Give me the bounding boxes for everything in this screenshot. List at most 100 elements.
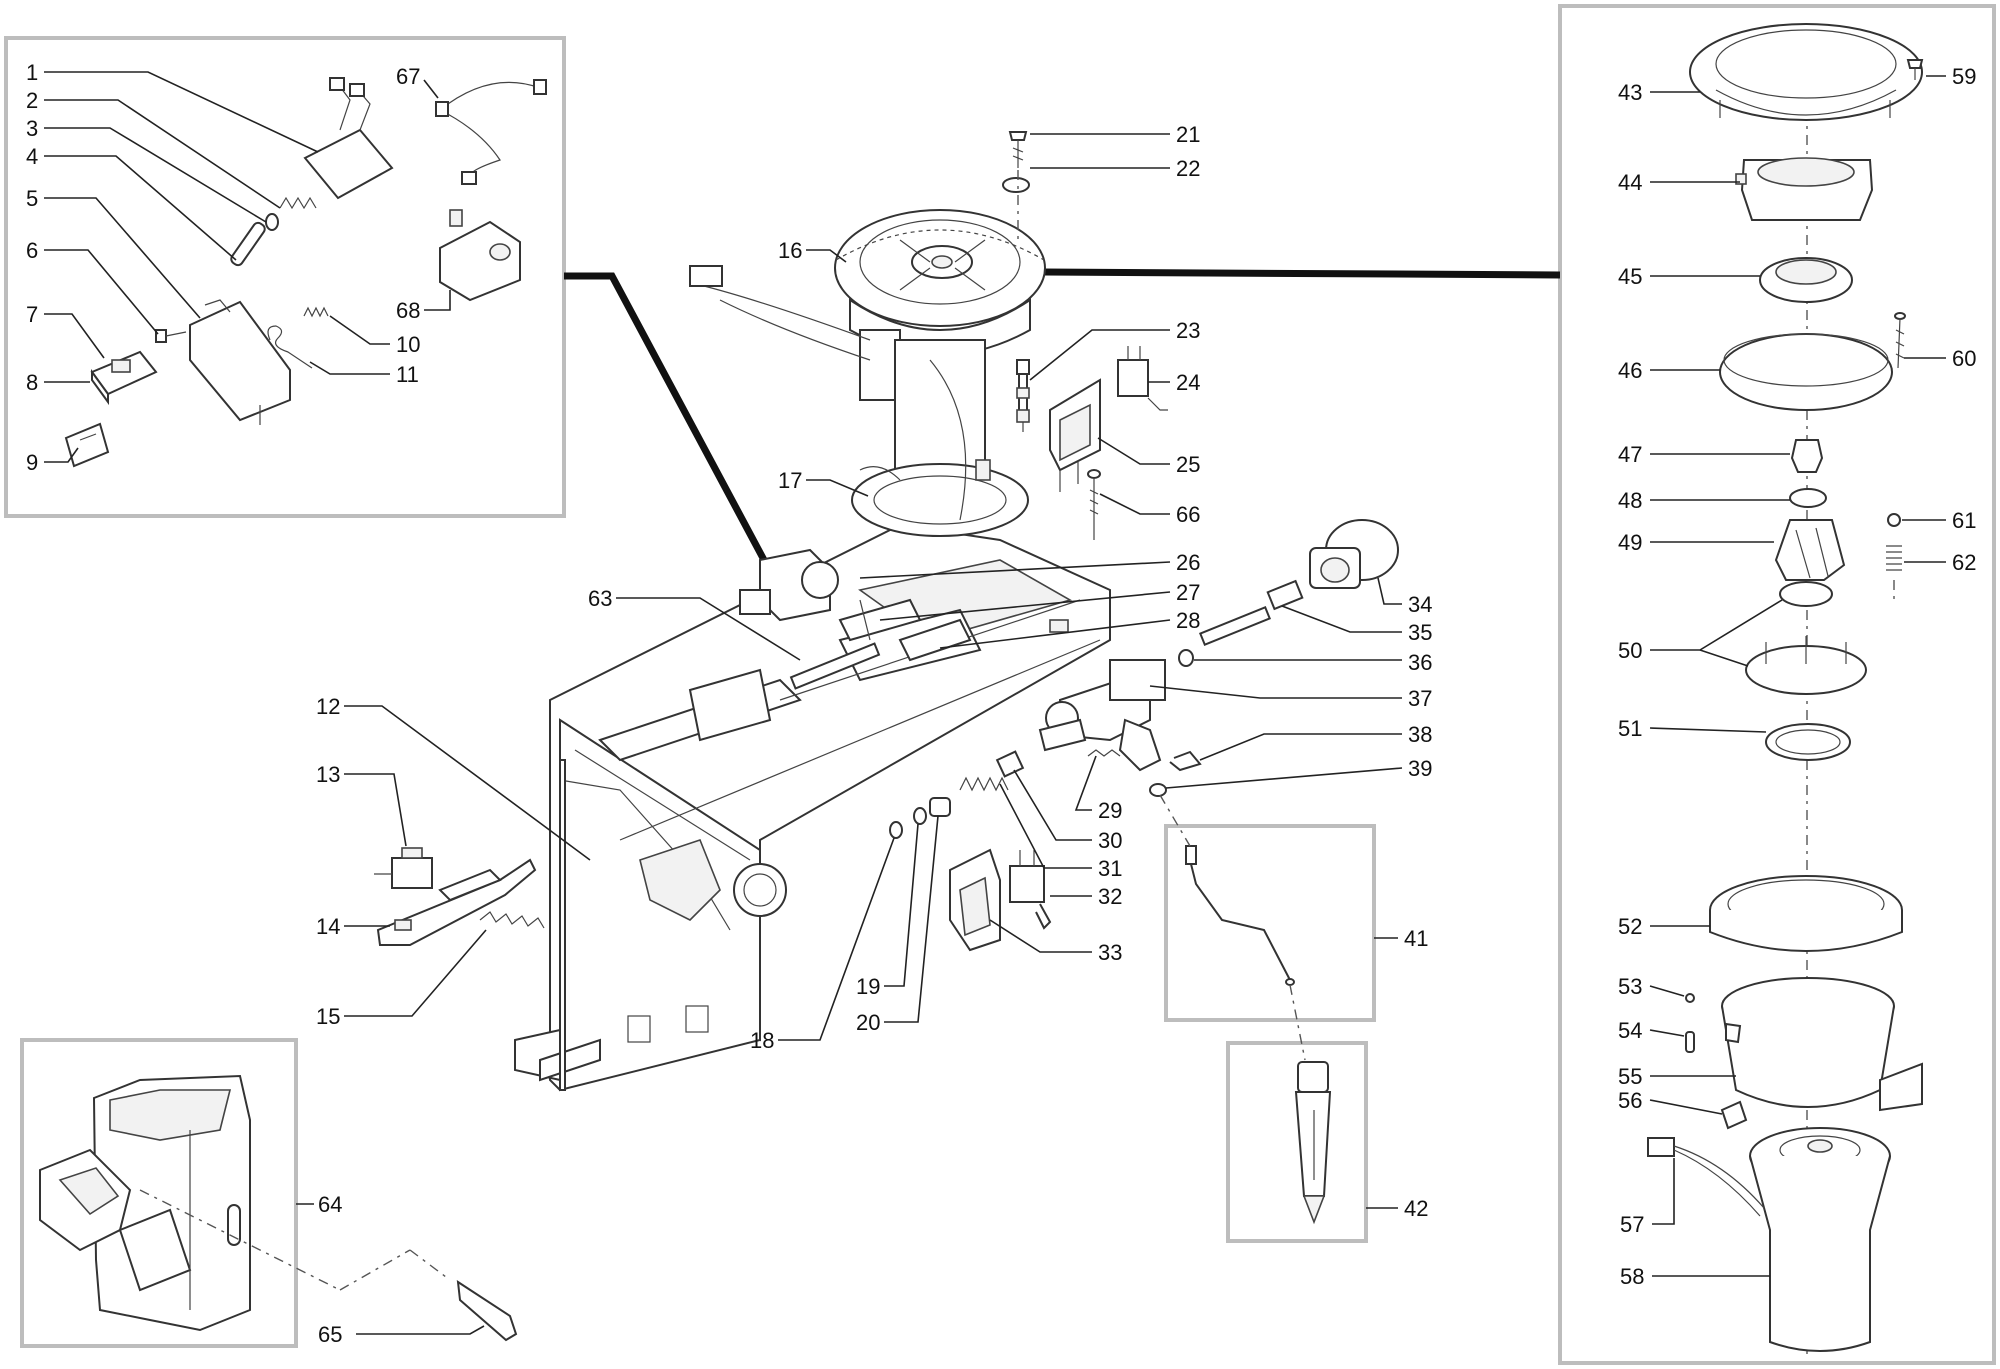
screw-6: [155, 329, 187, 343]
cable-67: [435, 79, 547, 185]
label-9: 9: [26, 450, 38, 475]
label-4: 4: [26, 144, 38, 169]
detail-box-dosing-unit: [20, 1038, 298, 1348]
label-3: 3: [26, 116, 38, 141]
washer-3: [265, 213, 279, 231]
label-39: 39: [1408, 756, 1432, 781]
microswitch-13: [374, 847, 433, 889]
label-64: 64: [318, 1192, 342, 1217]
connector-line-left: [564, 272, 768, 562]
motor-58: [1749, 1127, 1891, 1352]
label-52: 52: [1618, 914, 1642, 939]
pin-54: [1685, 1031, 1695, 1053]
label-18: 18: [750, 1028, 774, 1053]
screw-59: [1906, 59, 1924, 80]
ring-51: [1765, 723, 1851, 761]
dosing-unit-64: [39, 1074, 251, 1332]
label-45: 45: [1618, 264, 1642, 289]
label-20: 20: [856, 1010, 880, 1035]
label-57: 57: [1620, 1212, 1644, 1237]
label-6: 6: [26, 238, 38, 263]
label-14: 14: [316, 914, 340, 939]
label-27: 27: [1176, 580, 1200, 605]
label-13: 13: [316, 762, 340, 787]
screw-66: [1087, 469, 1101, 540]
label-46: 46: [1618, 358, 1642, 383]
bracket-33: [949, 848, 1001, 952]
label-19: 19: [856, 974, 880, 999]
label-12: 12: [316, 694, 340, 719]
label-31: 31: [1098, 856, 1122, 881]
clip-38: [1169, 750, 1202, 772]
label-24: 24: [1176, 370, 1200, 395]
label-50: 50: [1618, 638, 1642, 663]
label-54: 54: [1618, 1018, 1642, 1043]
label-8: 8: [26, 370, 38, 395]
main-chassis: [514, 523, 1111, 1092]
burr-ring-46: [1719, 333, 1893, 411]
burr-45: [1759, 257, 1853, 303]
callouts: 1 2 3 4 5 6 7 8 9 10 11 67 68 12 13 14 1…: [26, 60, 1976, 1347]
label-1: 1: [26, 60, 38, 85]
label-65: 65: [318, 1322, 342, 1347]
label-43: 43: [1618, 80, 1642, 105]
oring-19: [913, 807, 927, 825]
label-38: 38: [1408, 722, 1432, 747]
cap-34: [1309, 519, 1399, 589]
lever-65: [456, 1280, 518, 1342]
tube-41: [1185, 845, 1295, 986]
bushing-30: [995, 750, 1025, 778]
label-2: 2: [26, 88, 38, 113]
label-10: 10: [396, 332, 420, 357]
detail-box-tube: [1164, 824, 1376, 1022]
label-21: 21: [1176, 122, 1200, 147]
ring-52: [1709, 875, 1903, 952]
label-58: 58: [1620, 1264, 1644, 1289]
label-7: 7: [26, 302, 38, 327]
label-17: 17: [778, 468, 802, 493]
label-49: 49: [1618, 530, 1642, 555]
label-34: 34: [1408, 592, 1432, 617]
connector-strip-63: [789, 642, 881, 690]
microswitch-32: [1009, 850, 1052, 930]
label-68: 68: [396, 298, 420, 323]
connector-7-8: [90, 350, 158, 406]
label-33: 33: [1098, 940, 1122, 965]
label-26: 26: [1176, 550, 1200, 575]
spring-62: [1886, 545, 1902, 571]
screw-60: [1894, 312, 1906, 369]
label-42: 42: [1404, 1196, 1428, 1221]
label-67: 67: [396, 64, 420, 89]
label-60: 60: [1952, 346, 1976, 371]
bracket-5: [189, 299, 291, 425]
washer-48: [1789, 488, 1827, 508]
spring-2: [279, 196, 317, 210]
label-29: 29: [1098, 798, 1122, 823]
label-28: 28: [1176, 608, 1200, 633]
label-66: 66: [1176, 502, 1200, 527]
motor-housing-55: [1721, 977, 1923, 1112]
label-25: 25: [1176, 452, 1200, 477]
label-36: 36: [1408, 650, 1432, 675]
sensor-23: [1016, 359, 1030, 432]
nozzle-42: [1294, 1061, 1332, 1225]
impeller-50: [1745, 581, 1867, 695]
bracket-56: [1720, 1100, 1748, 1130]
burr-housing-44: [1735, 157, 1874, 221]
connector-57: [1647, 1137, 1765, 1217]
label-35: 35: [1408, 620, 1432, 645]
label-41: 41: [1404, 926, 1428, 951]
label-62: 62: [1952, 550, 1976, 575]
ring-gear-43: [1689, 23, 1923, 121]
switch-68: [439, 209, 521, 302]
label-56: 56: [1618, 1088, 1642, 1113]
label-47: 47: [1618, 442, 1642, 467]
ball-53: [1685, 993, 1695, 1003]
switch-1: [303, 77, 394, 200]
oring-36: [1178, 649, 1194, 667]
spring-29: [1087, 749, 1121, 757]
nut-47: [1790, 439, 1824, 473]
label-11: 11: [396, 362, 419, 387]
sleeve-20: [929, 797, 951, 817]
lever-14: [376, 858, 537, 946]
